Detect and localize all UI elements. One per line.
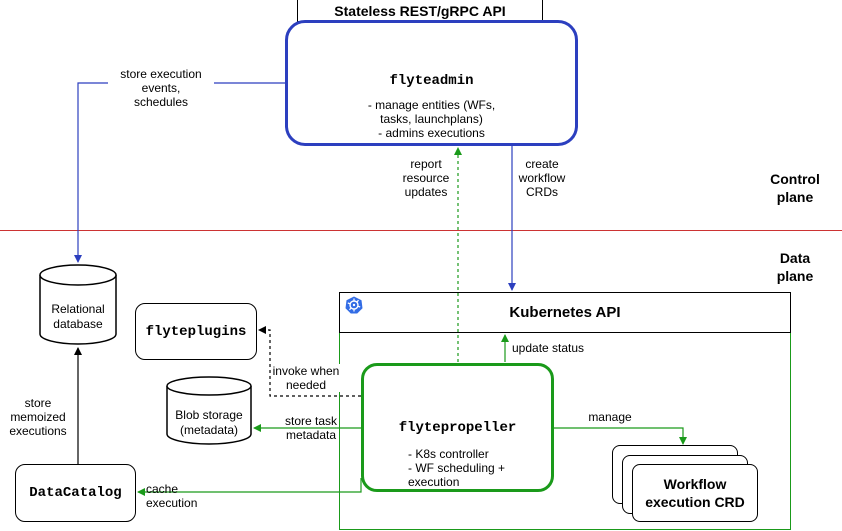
flyteadmin-line2: tasks, launchplans) <box>380 112 483 126</box>
blob-storage[interactable]: Blob storage (metadata) <box>166 376 252 446</box>
kubernetes-icon <box>345 296 363 314</box>
blob-storage-label: Blob storage (metadata) <box>175 408 243 437</box>
flyteadmin-line3: - admins executions <box>378 126 485 140</box>
edge-cache-execution <box>137 478 362 496</box>
flytepropeller-line3: execution <box>408 475 460 489</box>
kubernetes-api-bar[interactable]: Kubernetes API <box>339 292 791 333</box>
relational-database[interactable]: Relational database <box>39 264 117 346</box>
label-cache-execution: cache execution <box>146 482 198 510</box>
label-report-resource: report resource updates <box>398 157 454 199</box>
label-update-status: update status <box>512 341 585 355</box>
edge-invoke-plugins <box>258 326 361 397</box>
api-header-label: Stateless REST/gRPC API <box>334 2 506 19</box>
flyteadmin-line1: - manage entities (WFs, <box>367 98 496 112</box>
label-manage: manage <box>588 410 632 424</box>
label-store-memoized: store memoized executions <box>6 396 70 438</box>
label-store-events: store execution events, schedules <box>108 67 214 109</box>
kubernetes-api-label: Kubernetes API <box>509 304 621 321</box>
label-invoke-needed: invoke when needed <box>272 364 340 392</box>
flyteplugins-node[interactable]: flyteplugins <box>135 303 257 360</box>
edge-store-events <box>74 82 285 263</box>
edge-manage <box>554 427 687 445</box>
datacatalog-label: DataCatalog <box>29 485 122 501</box>
flyteadmin-node[interactable]: flyteadmin - manage entities (WFs, tasks… <box>285 20 578 146</box>
flytepropeller-line1: - K8s controller <box>408 447 489 461</box>
workflow-crd-label: Workflow execution CRD <box>645 476 745 510</box>
workflow-crd-node[interactable]: Workflow execution CRD <box>632 464 758 522</box>
label-create-crds: create workflow CRDs <box>514 157 570 199</box>
flytepropeller-node[interactable]: flytepropeller - K8s controller - WF sch… <box>361 363 554 492</box>
flyteplugins-label: flyteplugins <box>145 323 247 340</box>
flytepropeller-title: flytepropeller <box>398 420 517 436</box>
plane-divider <box>0 230 842 231</box>
label-store-task-metadata: store task metadata <box>284 414 338 442</box>
flyteadmin-title: flyteadmin <box>389 73 474 89</box>
flytepropeller-line2: - WF scheduling + <box>408 461 506 475</box>
data-plane-label: Data plane <box>776 250 814 284</box>
relational-database-label: Relational database <box>51 302 105 331</box>
datacatalog-node[interactable]: DataCatalog <box>15 464 136 522</box>
control-plane-label: Control plane <box>770 171 820 205</box>
